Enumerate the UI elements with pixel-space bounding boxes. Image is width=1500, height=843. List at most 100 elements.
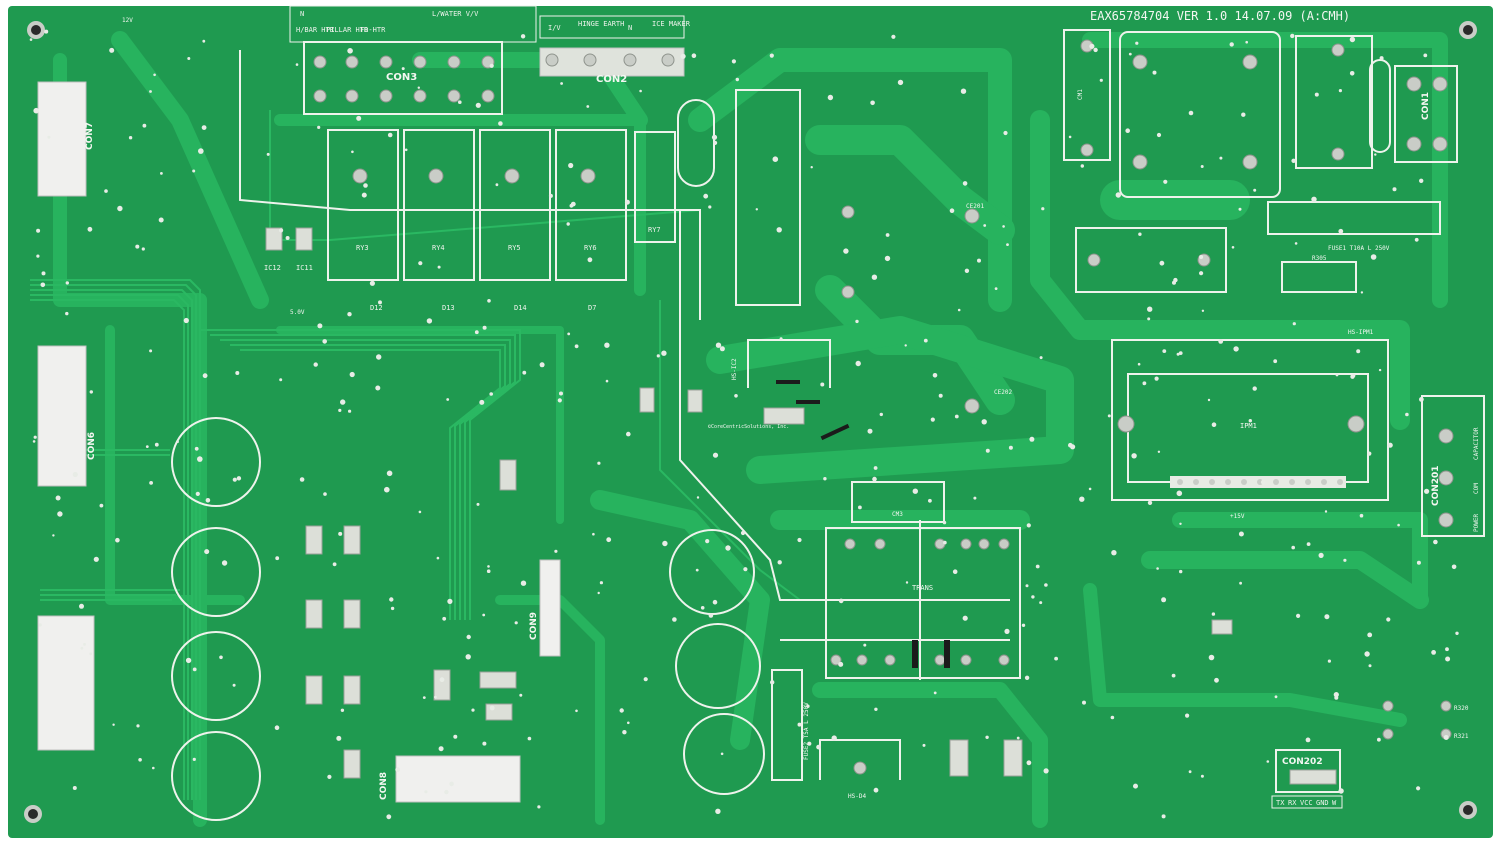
label-cm3: CM3 (892, 511, 903, 518)
via (957, 308, 961, 312)
via (1161, 597, 1167, 603)
via (548, 193, 553, 198)
via (871, 274, 878, 280)
via (1041, 207, 1045, 211)
connector-con4 (37, 615, 95, 751)
via (691, 53, 697, 58)
via (938, 393, 943, 398)
via (1162, 349, 1167, 353)
via (662, 540, 668, 547)
via (949, 208, 955, 213)
silkscreen-outlines (171, 29, 1485, 821)
svg-text:RY3: RY3 (356, 244, 369, 252)
via (855, 360, 861, 367)
via (731, 59, 737, 64)
via (873, 787, 879, 793)
via (1080, 164, 1085, 168)
via (715, 342, 722, 348)
via (559, 391, 563, 396)
via (128, 136, 133, 140)
via (33, 435, 37, 439)
via (386, 470, 393, 477)
via (520, 34, 526, 39)
via (275, 556, 280, 561)
mounting-hole (31, 25, 41, 35)
via (1161, 814, 1166, 819)
via (1218, 339, 1224, 344)
via (569, 203, 574, 208)
via (1333, 692, 1339, 698)
via (838, 598, 844, 604)
via (442, 616, 447, 621)
via (424, 790, 428, 794)
via (486, 569, 491, 573)
via (1433, 539, 1438, 545)
via (1142, 381, 1147, 386)
via (1349, 71, 1355, 76)
via (279, 228, 284, 233)
via (198, 148, 204, 154)
label-capacitor: CAPACITOR (1473, 427, 1480, 460)
via (1238, 207, 1242, 211)
via (708, 205, 712, 209)
via (539, 362, 545, 368)
via (922, 743, 926, 747)
via (99, 503, 104, 508)
con2-pin-labels: I/V HINGE EARTH N ICE MAKER (539, 15, 691, 39)
via (340, 399, 346, 405)
label-trans: TRANS (912, 584, 933, 592)
via (823, 477, 827, 481)
via (437, 265, 441, 269)
via (1163, 179, 1168, 184)
via (1260, 479, 1266, 485)
via (1178, 351, 1183, 355)
via (604, 342, 610, 348)
via (725, 545, 731, 551)
diode-labels: D12 D13 D14 D7 (370, 304, 596, 312)
via (1031, 595, 1035, 599)
via (32, 440, 36, 443)
via (1334, 695, 1339, 700)
connector-con7 (37, 81, 87, 197)
svg-text:IC11: IC11 (296, 264, 313, 272)
via (489, 63, 494, 68)
via (872, 476, 877, 482)
via (44, 29, 49, 34)
via (1082, 700, 1086, 705)
label-fuse1: FUSE1 T10A L 250V (1328, 245, 1390, 252)
via (79, 603, 84, 609)
via (1152, 70, 1157, 75)
via (520, 580, 527, 586)
via (964, 268, 970, 273)
via (476, 502, 480, 506)
svg-text:IC12: IC12 (264, 264, 281, 272)
via (475, 102, 481, 108)
via (1290, 33, 1295, 39)
via (1039, 356, 1043, 360)
svg-text:D14: D14 (514, 304, 527, 312)
label-con9: CON9 (529, 612, 539, 640)
via (498, 121, 503, 126)
via (1131, 453, 1137, 459)
via (712, 452, 719, 458)
via (1291, 158, 1296, 163)
connector-con5 (539, 559, 561, 657)
via (1291, 545, 1295, 550)
via (149, 349, 153, 353)
via (1311, 196, 1317, 202)
via (112, 723, 115, 726)
via (197, 456, 203, 462)
via (1248, 419, 1253, 423)
via (145, 445, 149, 448)
label-r321: R321 (1454, 733, 1469, 740)
via (285, 236, 290, 240)
via (567, 332, 571, 336)
via (1201, 309, 1205, 312)
via (340, 708, 345, 712)
via (743, 567, 748, 572)
via (141, 247, 145, 251)
via (1367, 632, 1373, 638)
via (1364, 651, 1370, 657)
via (1200, 774, 1204, 778)
via (891, 34, 896, 39)
